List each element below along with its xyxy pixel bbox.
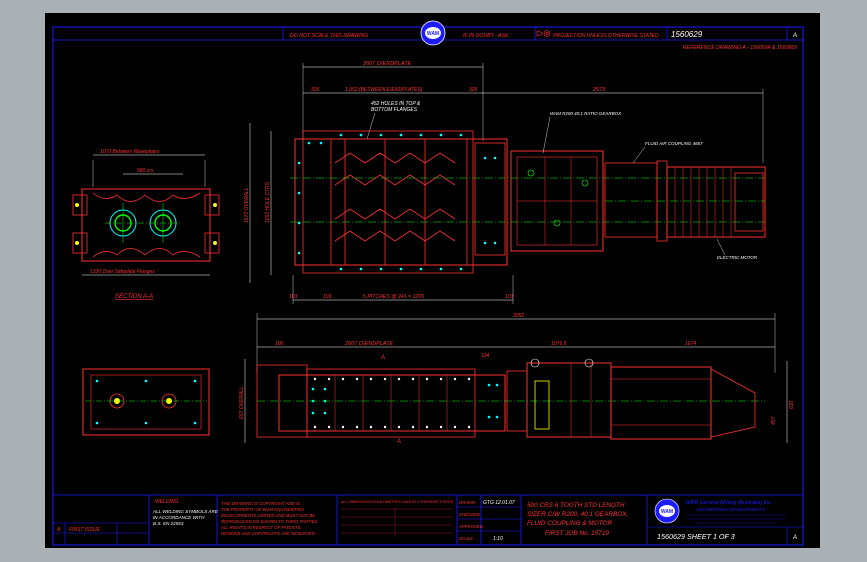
gearbox-note: WAM R200 40:1 RATIO GEARBOX [550,111,622,116]
welding-title: WELDING [155,499,178,505]
elev-dim-motor: 1674 [685,341,696,347]
plan-dim-pitch: 5 PITCHES @ 241 = 1205 [363,294,424,300]
logo-text: WAM [427,31,439,37]
no-scale-note: DO NOT SCALE THIS DRAWING [290,33,368,39]
plan-dim-hole-ctrs: 1650 HOLE CTRS [265,181,271,223]
title-block: A FIRST ISSUE WELDING ALL WELDING SYMBOL… [53,494,803,545]
tolerance-table [341,507,453,537]
dim-between-waveplates: 1070 Between Waveplates [100,149,160,155]
elev-dim-side: 457 [771,416,777,425]
projection-note: PROJECTION UNLESS OTHERWISE STATED [553,33,659,39]
header-revision: A [792,33,797,39]
checked-label: CHECKED [459,512,480,517]
wam-logo: WAM [420,20,446,46]
title-line-2: SIZER C/W R200, 40:1 GEARBOX, [527,511,628,518]
projection-symbol-icon [536,30,551,37]
approved-label: APPROVED [458,524,483,529]
elev-dim-endplate: 2007 O/ENDPLATE [344,341,394,347]
company-logo-text: WAM [661,509,673,515]
elevation-view: 3952 100 2007 O/ENDPLATE 1076.5 1674 134… [82,313,795,445]
rev-letter: A [56,527,61,533]
section-view: 1070 Between Waveplates 580 crs 1330 Ove… [72,149,220,300]
welding-note-3: B.S. EN 22553 [153,521,184,526]
reference-note: REFERENCE DRAWING A - 1560594 & 1560869 [683,45,797,51]
drawn-label: DRAWN [459,500,476,505]
title-line-4: FIRST JOB No. 15719 [545,530,609,537]
cad-drawing: DO NOT SCALE THIS DRAWING WAM IF IN DOUB… [52,20,804,546]
copyright-6: DESIGNS AND COPYRIGHTS ARE RESERVED [221,531,315,536]
elev-dim-134: 134 [481,353,490,359]
copyright-2: THE PROPERTY OF WAM ENGINEERING [221,507,305,512]
section-mark-top: A [380,355,385,361]
plan-dim-right: 326 [469,87,478,93]
sheet-number: 1560629 SHEET 1 OF 3 [657,532,735,541]
plan-dim-overall: 2007 O/ENDPLATE [362,61,412,67]
copyright-1: THIS DRAWING IS COPYRIGHT AND IS [221,501,300,506]
elev-dim-left: 100 [275,341,284,347]
drawing-border [52,26,804,546]
scale-value: 1:10 [493,536,503,542]
header-strip: DO NOT SCALE THIS DRAWING WAM IF IN DOUB… [53,20,803,51]
welding-note-2: IN ACCORDANCE WITH [153,515,205,520]
holes-note-1: 452 HOLES IN TOP & [371,101,421,107]
title-line-3: FLUID COUPLING & MOTOR [527,520,612,527]
company-sub: ENGINEERING DEVELOPMENTS [697,507,765,512]
elev-dim-right: 630 [789,400,795,409]
plan-dim-b1: 103 [289,294,298,300]
scale-label: SCALE [459,536,473,541]
section-mark-bottom: A [396,439,401,445]
drawing-canvas: DO NOT SCALE THIS DRAWING WAM IF IN DOUB… [45,13,820,548]
rev-note: FIRST ISSUE [69,527,101,533]
company-name: WAM General Mining (Australia) Inc [685,500,771,506]
drawn-value: GTG 12.01.07 [483,500,515,506]
welding-note-1: ALL WELDING SYMBOLS ARE [152,509,219,514]
holes-note-2: BOTTOM FLANGES [371,107,418,113]
sheet-rev: A [792,535,797,541]
motor-note: ELECTRIC MOTOR [717,255,758,260]
dim-over-flanges: 1330 Over Sideplate Flanges [90,269,155,275]
title-line-1: 500 CRS 6 TOOTH STD LENGTH [527,502,625,509]
elev-dim-height: 657 OVERALL [239,386,245,419]
section-title: SECTION A-A [115,294,153,300]
company-logo: WAM [654,498,680,524]
copyright-5: ALL RIGHTS IN RESPECT OF PATENTS, [220,525,302,530]
tolerances-note: ALL DIMENSIONS IN MILLIMETRES UNLESS OTH… [340,500,454,504]
dim-ctrs: 580 crs [137,168,154,174]
plan-dim-between: 1,952 (BETWEEN E/ENDPLATES) [345,87,423,93]
copyright-3: DEVELOPMENTS LIMITED AND MUST NOT BE [221,513,315,518]
coupling-note: FLUID AIR COUPLING 4657 [645,141,703,146]
plan-dim-overall-h: 1670 OVERALL [244,187,250,223]
plan-dim-left: 326 [311,87,320,93]
elev-dim-gearbox: 1076.5 [551,341,567,347]
copyright-4: REPRODUCED OR SHOWN TO THIRD PARTIES [221,519,318,524]
plan-view: 2007 O/ENDPLATE 326 1,952 (BETWEEN E/END… [244,61,766,304]
elev-dim-overall: 3952 [513,313,524,319]
plan-dim-b3: 103 [505,294,514,300]
plan-dim-motor: 2573 [592,87,606,93]
header-drawing-number: 1560629 [671,30,703,39]
company-address-lines [687,514,785,524]
plan-dim-b2: 103 [323,294,332,300]
tolerance-note: IF IN DOUBT - ASK [463,33,509,39]
